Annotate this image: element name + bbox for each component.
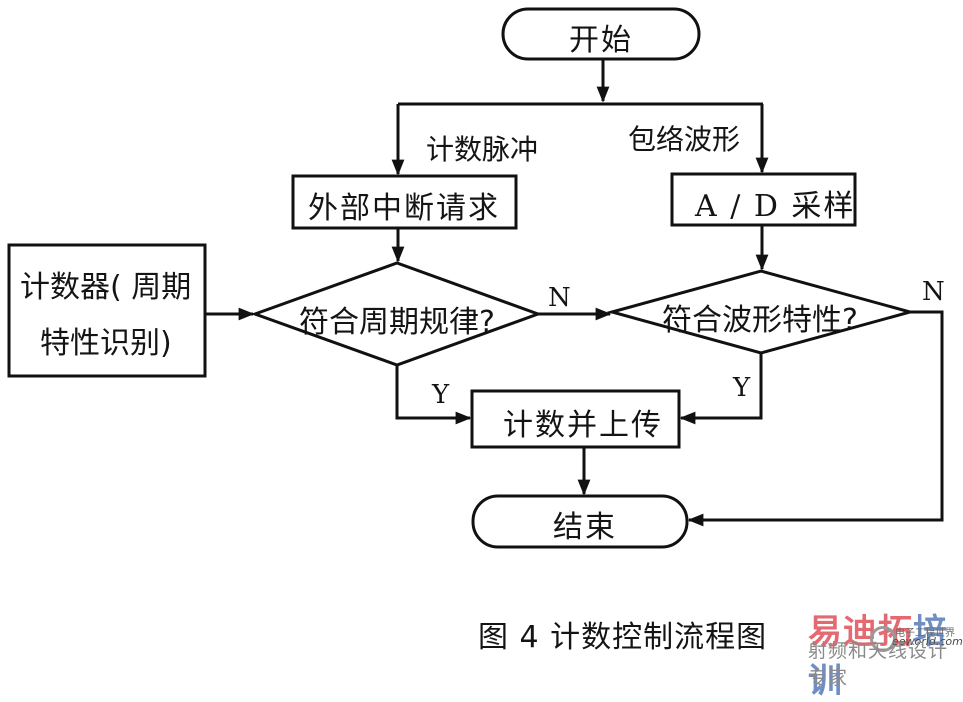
count-pulse-edge-label: 计数脉冲 [426,133,539,166]
start-terminal [501,7,701,61]
end-label: 结束 [553,510,617,545]
period-no-label: N [548,283,571,313]
wave-no-label: N [922,277,945,307]
period-yes-label: Y [432,380,450,410]
watermark-tagline: 射频和天线设计专家 [808,640,949,689]
watermark-brand-main: 易迪拓 [808,612,913,652]
figure-caption: 图 4 计数控制流程图 [478,620,768,655]
watermark-url: eeworld.com.cn [892,635,963,648]
watermark-small-text: 电子工程世界 [895,628,955,639]
check-wave-label: 符合波形特性? [662,303,858,338]
counter-box [7,243,207,378]
wave-no-arrow [687,310,944,527]
wave-yes-label: Y [733,373,751,403]
envelope-wave-edge-label: 包络波形 [628,123,741,156]
counter-label-line2: 特性识别) [40,326,172,361]
end-terminal [471,494,689,549]
start-label: 开始 [569,23,633,58]
check-period-label: 符合周期规律? [299,305,495,340]
eeworld-logo-icon [870,626,896,652]
wave-yes-arrow [679,353,763,425]
ext-interrupt-box [291,174,518,230]
flowchart-canvas [7,7,944,549]
count-upload-box [470,389,681,449]
count-upload-label: 计数并上传 [503,408,663,443]
ad-sample-label: A / D 采样 [695,189,856,224]
period-yes-arrow [395,365,472,425]
ext-interrupt-label: 外部中断请求 [308,191,500,226]
counter-label-line1: 计数器( 周期 [20,270,192,305]
